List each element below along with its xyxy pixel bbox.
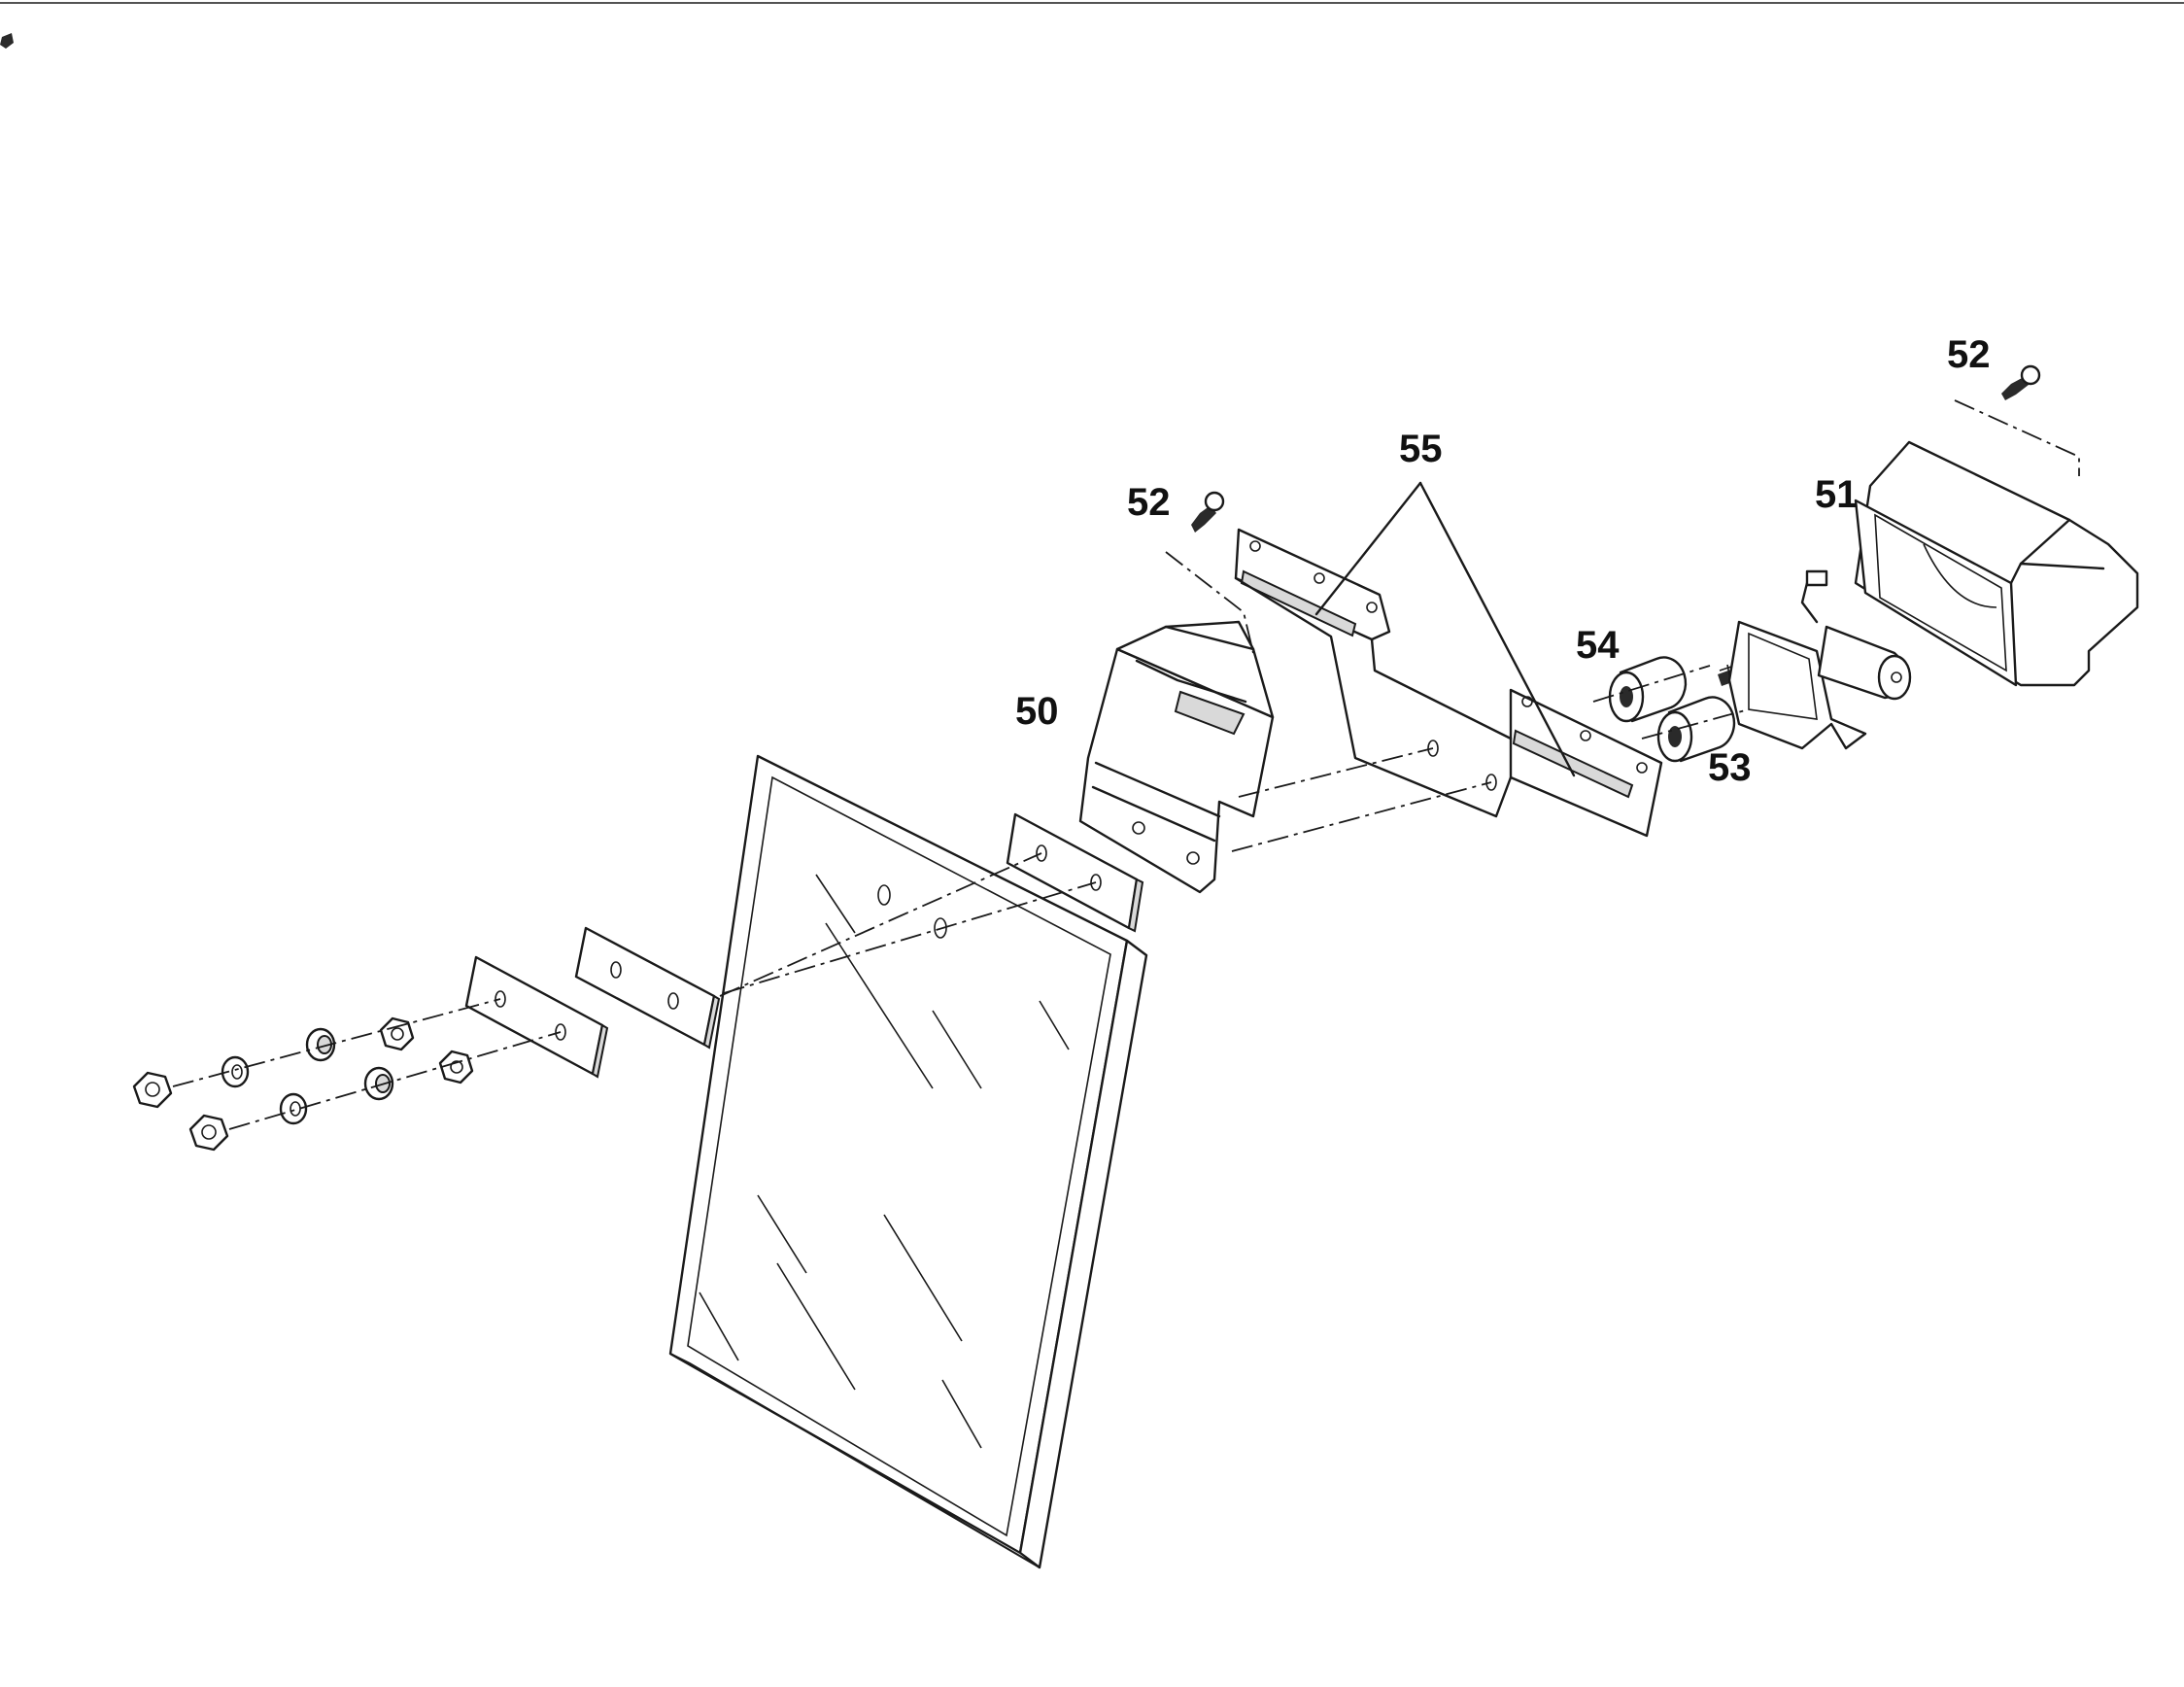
mirror-lamp-housing: [1854, 440, 2139, 687]
backing-plate-rear: [574, 926, 721, 1050]
mirror-head-bracket: [1078, 620, 1275, 894]
clamp-plate: [1006, 812, 1144, 933]
hex-nut-2: [379, 1016, 415, 1051]
callout-51: 51: [1815, 473, 1859, 516]
callout-52-left: 52: [1127, 481, 1171, 524]
callout-55: 55: [1399, 428, 1443, 470]
assembly-center-lines: [172, 399, 2080, 1130]
callout-53: 53: [1708, 746, 1752, 789]
callout-50: 50: [1015, 690, 1059, 733]
callout-55-leaders: [1314, 481, 1576, 777]
lamp-gasket: [1727, 620, 1867, 750]
lock-nut-1: [305, 1027, 336, 1062]
screw-left: [1191, 491, 1225, 533]
mounting-arm-upper: [1234, 528, 1391, 641]
mirror-glass: [668, 754, 1148, 1569]
backing-plate-front: [464, 955, 609, 1079]
hex-nut-1: [132, 1071, 173, 1109]
washer-2: [279, 1092, 308, 1125]
hex-nut-3: [188, 1114, 229, 1152]
corner-mark: [0, 33, 14, 49]
washer-1: [221, 1055, 250, 1088]
callout-54: 54: [1576, 624, 1620, 667]
lock-nut-2: [363, 1066, 394, 1101]
spacer-sleeves: [1608, 656, 1736, 763]
arm-connecting-frame: [1234, 576, 1513, 818]
callout-52-right: 52: [1947, 333, 1991, 376]
hex-nut-4: [438, 1050, 474, 1084]
screw-right: [2001, 364, 2041, 400]
nut-hardware: [132, 1016, 474, 1152]
lamp-bulb-socket: [1800, 569, 1912, 701]
